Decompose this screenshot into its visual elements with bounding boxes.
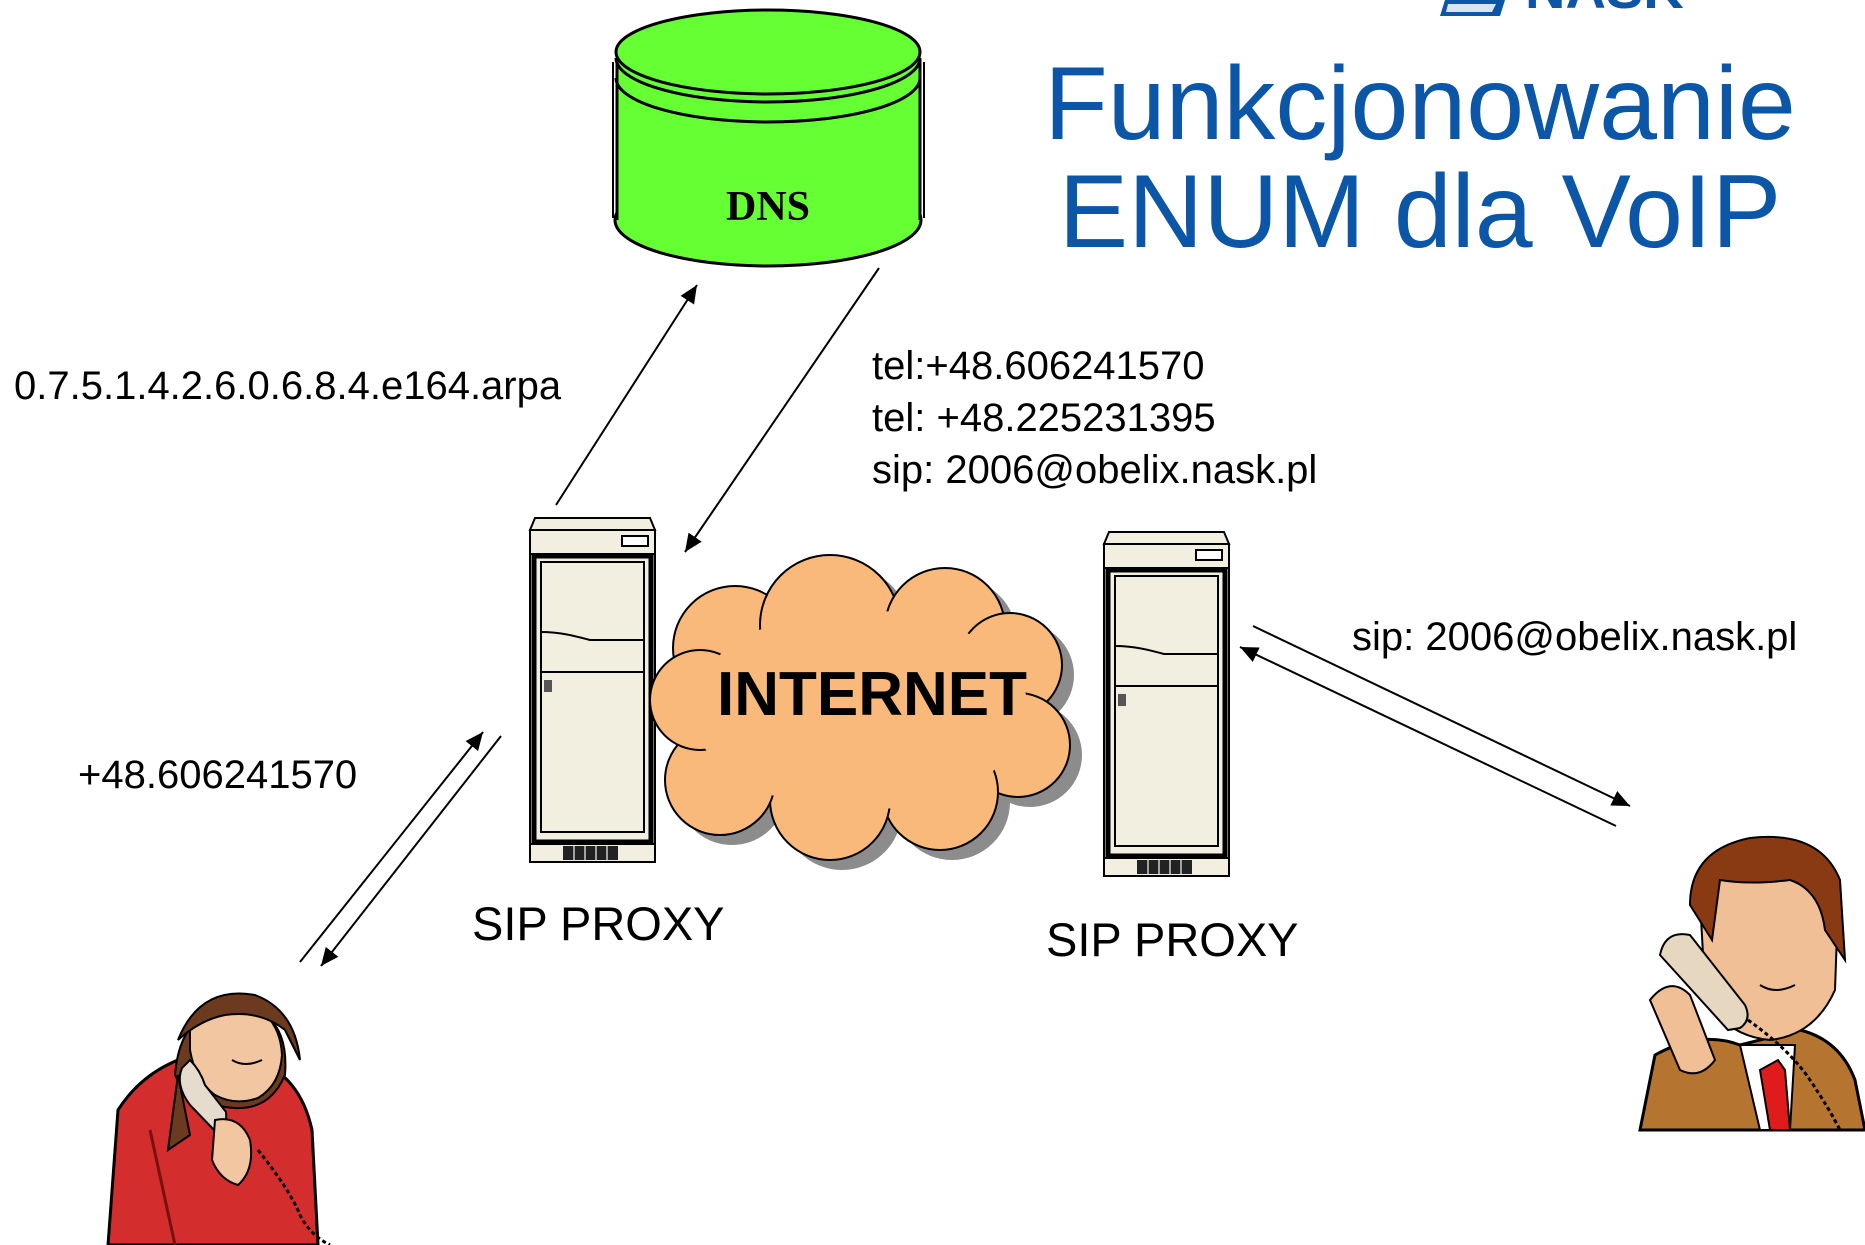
- sip-proxy-label: SIP PROXY: [1046, 913, 1299, 966]
- dns-response-line: sip: 2006@obelix.nask.pl: [872, 448, 1318, 492]
- internet-label: INTERNET: [717, 660, 1027, 729]
- database-icon: [612, 8, 925, 268]
- dns-label: DNS: [726, 184, 810, 230]
- query-arrow: [555, 284, 698, 506]
- callee-to-proxy-arrow: [1239, 646, 1617, 827]
- dialed-number-label: +48.606241570: [78, 753, 358, 797]
- proxy-to-caller-arrow: [320, 735, 502, 967]
- enum-domain-label: 0.7.5.1.4.2.6.0.6.8.4.e164.arpa: [14, 364, 562, 408]
- title-line-1: Funkcjonowanie: [1044, 46, 1796, 162]
- proxy-to-callee-arrow: [1252, 625, 1631, 807]
- server-icon: [1102, 531, 1231, 877]
- sip-proxy-label: SIP PROXY: [472, 897, 725, 950]
- dns-response-list: tel:+48.606241570 tel: +48.225231395 sip…: [872, 340, 1317, 496]
- caller-to-proxy-arrow: [299, 731, 484, 963]
- logo-icon: NASK: [1440, 0, 1684, 20]
- logo-text: NASK: [1525, 0, 1684, 20]
- cloud-icon: [649, 554, 1082, 870]
- woman-on-phone-icon: [106, 992, 331, 1245]
- dns-response-line: tel: +48.225231395: [872, 396, 1216, 440]
- title-line-2: ENUM dla VoIP: [1058, 154, 1782, 270]
- dns-response-line: tel:+48.606241570: [872, 344, 1205, 388]
- man-on-phone-icon: [1638, 836, 1865, 1132]
- response-arrow: [684, 267, 880, 553]
- callee-sip-label: sip: 2006@obelix.nask.pl: [1352, 615, 1798, 659]
- server-icon: [528, 517, 657, 863]
